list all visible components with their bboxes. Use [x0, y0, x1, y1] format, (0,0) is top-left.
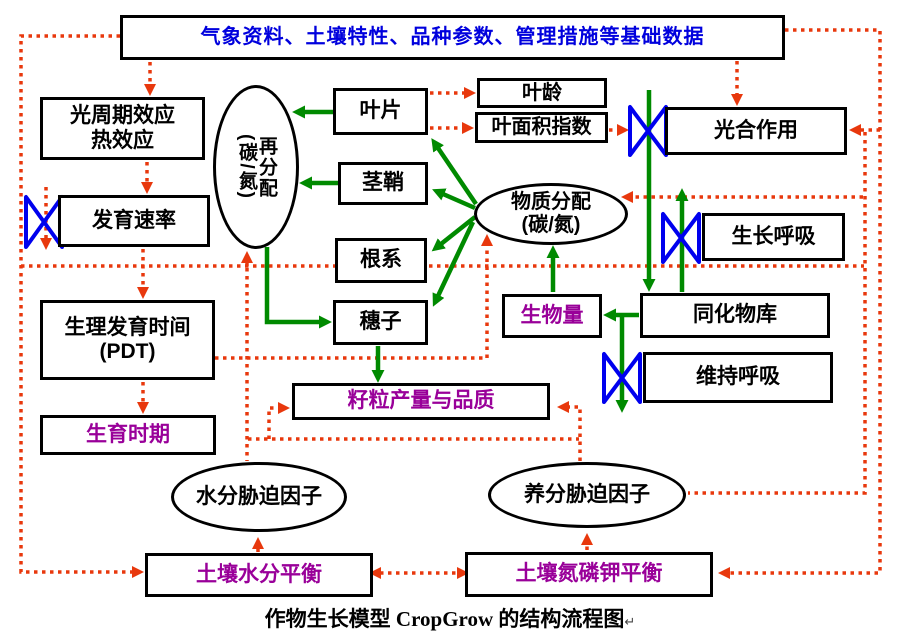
- link-right-outer-rail: [718, 28, 882, 579]
- photoperiod-label: 光周期效应: [70, 104, 175, 128]
- flow-allocation-stem: [432, 188, 476, 211]
- ellipse-redistribution: 再分配 (碳/氮): [213, 85, 299, 249]
- node-soil-water-balance: 土壤水分平衡: [145, 553, 373, 597]
- flow-allocation-leaf: [431, 138, 478, 206]
- thermal-label: 热效应: [91, 128, 154, 152]
- node-biomass: 生物量: [502, 294, 602, 338]
- node-stem-sheath: 茎鞘: [338, 162, 428, 205]
- node-soil-npk-balance: 土壤氮磷钾平衡: [465, 552, 713, 597]
- info-links-layer: [19, 28, 882, 579]
- link-left-rail: [19, 34, 144, 578]
- node-leaf: 叶片: [333, 88, 428, 135]
- link-nutrientstress-yield: [557, 401, 582, 461]
- allocation-label-line1: 物质分配: [511, 191, 591, 213]
- flow-redistribution-spike: [264, 247, 332, 329]
- pdt-label-line1: 生理发育时间: [64, 315, 191, 339]
- valve-icon: [602, 352, 642, 404]
- ellipse-nutrient-stress: 养分胁迫因子: [488, 462, 686, 528]
- node-growth-stage: 生育时期: [40, 415, 216, 455]
- figure-caption-text: 作物生长模型 CropGrow 的结构流程图: [264, 607, 625, 631]
- link-waterstress-yield: [267, 402, 290, 439]
- node-lai: 叶面积指数: [475, 112, 608, 143]
- link-pdt-allocation: [215, 234, 493, 360]
- node-maintenance-respiration: 维持呼吸: [643, 352, 833, 403]
- node-base-data: 气象资料、土壤特性、品种参数、管理措施等基础数据: [120, 15, 785, 60]
- node-development-rate: 发育速率: [58, 195, 210, 247]
- node-spike: 穗子: [333, 300, 428, 345]
- material-flows-layer: [264, 90, 689, 413]
- flow-allocation-root: [431, 215, 477, 252]
- node-photoperiod-thermal: 光周期效应 热效应: [40, 97, 205, 160]
- node-photosynthesis: 光合作用: [665, 107, 847, 155]
- paragraph-return-mark: ↵: [624, 614, 636, 629]
- allocation-label-line2: (碳/氮): [521, 214, 581, 236]
- valve-icon: [661, 212, 701, 264]
- pdt-label-line2: (PDT): [99, 340, 156, 363]
- node-root: 根系: [335, 238, 427, 283]
- node-growth-respiration: 生长呼吸: [702, 213, 845, 261]
- link-right-inner-rail: [688, 132, 867, 495]
- ellipse-water-stress: 水分胁迫因子: [171, 462, 347, 532]
- node-assimilate-pool: 同化物库: [640, 293, 830, 338]
- node-leaf-age: 叶龄: [477, 78, 607, 108]
- node-yield-quality: 籽粒产量与品质: [292, 383, 550, 420]
- figure-caption: 作物生长模型 CropGrow 的结构流程图↵: [0, 603, 900, 633]
- ellipse-allocation: 物质分配 (碳/氮): [474, 183, 628, 245]
- flow-allocation-spike: [432, 221, 476, 307]
- valve-icon: [24, 195, 64, 249]
- node-pdt: 生理发育时间 (PDT): [40, 300, 215, 380]
